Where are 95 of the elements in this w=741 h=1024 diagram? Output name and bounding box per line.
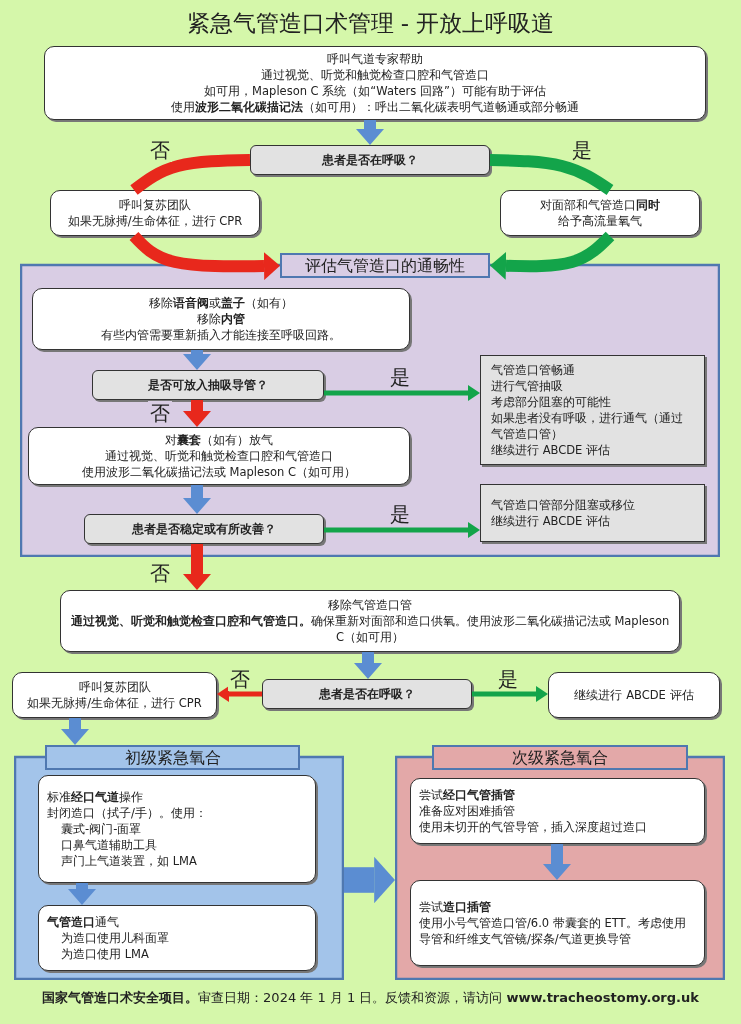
process-box xyxy=(12,672,217,718)
footer-note: 国家气管造口术安全项目。审查日期：2024 年 1 月 1 日。反馈和资源，请访问 www.tracheostomy.org.uk xyxy=(41,989,700,1007)
arrow xyxy=(183,485,211,514)
section-panel xyxy=(20,253,720,557)
process-box xyxy=(548,672,720,718)
question-text: 是否可放入抽吸导管？ xyxy=(147,377,269,393)
process-box xyxy=(410,880,705,966)
arrow xyxy=(344,856,395,904)
process-box xyxy=(32,288,410,350)
arrow xyxy=(354,652,382,679)
step-text: 使用波形二氧化碳描记法（如可用）：呼出二氧化碳表明气道畅通或部分畅通 xyxy=(170,99,580,115)
step-text: 气管造口管部分阻塞或移位 xyxy=(491,497,636,513)
step-text: 使用小号气管造口管/6.0 带囊套的 ETT。考虑使用导管和纤维支气管镜/探条/气道更换导管 xyxy=(419,915,687,947)
step-text: 给予高流量氧气 xyxy=(557,213,643,229)
step-text: 通过视觉、听觉和触觉检查口腔和气管造口 xyxy=(260,67,490,83)
edge-label: 是 xyxy=(570,138,594,162)
step-text: 声门上气道装置，如 LMA xyxy=(60,853,198,869)
step-text: 进行气管抽吸 xyxy=(491,378,564,394)
question-text: 患者是否稳定或有所改善？ xyxy=(131,521,277,537)
step-text: 如果无脉搏/生命体征，进行 CPR xyxy=(66,213,244,229)
decision-box xyxy=(250,145,490,175)
edge-label: 是 xyxy=(496,667,520,691)
step-text: 如果患者没有呼吸，进行通气（通过气管造口管） xyxy=(491,410,684,442)
process-box xyxy=(500,190,700,236)
step-text: 标准经口气道操作 xyxy=(47,789,144,805)
step-text: 有些内管需要重新插入才能连接至呼吸回路。 xyxy=(100,327,342,343)
arrow xyxy=(183,350,211,370)
arrow xyxy=(490,231,615,280)
step-text: 为造口使用 LMA xyxy=(60,946,150,962)
edge-label: 否 xyxy=(228,667,252,691)
connector-line xyxy=(130,154,251,195)
arrow xyxy=(61,718,89,745)
step-text: 尝试经口气管插管 xyxy=(419,787,516,803)
edge-label: 否 xyxy=(148,561,172,585)
decision-box xyxy=(262,679,472,709)
step-text: 尝试造口插管 xyxy=(419,899,492,915)
section-heading: 次级紧急氧合 xyxy=(432,745,688,770)
step-text: 口鼻气道辅助工具 xyxy=(60,837,158,853)
arrow xyxy=(129,231,280,281)
step-text: 继续进行 ABCDE 评估 xyxy=(573,687,695,703)
edge-label: 是 xyxy=(388,365,412,389)
step-text: 移除气管造口管 xyxy=(327,597,413,613)
process-box xyxy=(38,775,316,883)
section-panel xyxy=(14,745,344,980)
arrow xyxy=(324,385,480,401)
edge-label: 否 xyxy=(148,138,172,162)
step-text: 为造口使用儿科面罩 xyxy=(60,930,170,946)
process-box xyxy=(50,190,260,236)
arrow xyxy=(183,400,211,427)
process-box xyxy=(44,46,706,120)
edge-label: 否 xyxy=(148,401,172,425)
connector-line xyxy=(489,154,614,195)
step-text: 移除语音阀或盖子（如有） xyxy=(148,295,294,311)
title: 紧急气管造口术管理 - 开放上呼吸道 xyxy=(185,9,556,38)
step-text: 使用未切开的气管导管，插入深度超过造口 xyxy=(419,819,648,835)
process-box xyxy=(60,590,680,652)
process-box xyxy=(410,778,705,844)
step-text: 对囊套（如有）放气 xyxy=(164,432,274,448)
step-text: 呼叫复苏团队 xyxy=(77,679,152,695)
arrow xyxy=(68,883,96,905)
step-text: 继续进行 ABCDE 评估 xyxy=(491,513,612,529)
question-text: 患者是否在呼吸？ xyxy=(318,686,416,702)
step-text: 使用波形二氧化碳描记法或 Mapleson C（如可用） xyxy=(80,464,358,480)
arrow xyxy=(356,120,384,145)
arrow xyxy=(183,544,211,590)
edge-label: 是 xyxy=(388,502,412,526)
step-text: 通过视觉、听觉和触觉检查口腔和气管造口。确保重新对面部和造口供氧。使用波形二氧化碳描记法或 Mapleson C（如可用） xyxy=(69,613,671,645)
section-heading: 评估气管造口的通畅性 xyxy=(280,253,490,278)
arrow xyxy=(543,844,571,880)
step-text: 对面部和气管造口同时 xyxy=(539,197,661,213)
info-box xyxy=(480,355,705,465)
arrow xyxy=(217,686,262,702)
step-text: 考虑部分阻塞的可能性 xyxy=(491,394,612,410)
arrow xyxy=(324,522,480,538)
arrow xyxy=(472,686,548,702)
step-text: 气管造口通气 xyxy=(47,914,120,930)
section-panel xyxy=(395,745,725,980)
step-text: 如可用，Mapleson C 系统（如“Waters 回路”）可能有助于评估 xyxy=(203,83,547,99)
step-text: 移除内管 xyxy=(196,311,246,327)
step-text: 呼叫复苏团队 xyxy=(118,197,192,213)
decision-box xyxy=(92,370,324,400)
decision-box xyxy=(84,514,324,544)
process-box xyxy=(38,905,316,971)
question-text: 患者是否在呼吸？ xyxy=(321,152,419,168)
step-text: 囊式-阀门-面罩 xyxy=(60,821,143,837)
step-text: 通过视觉、听觉和触觉检查口腔和气管造口 xyxy=(104,448,334,464)
step-text: 气管造口管畅通 xyxy=(491,362,576,378)
step-text: 呼叫气道专家帮助 xyxy=(326,51,424,67)
step-text: 封闭造口（拭子/手）。使用： xyxy=(47,805,208,821)
process-box xyxy=(28,427,410,485)
info-box xyxy=(480,484,705,542)
step-text: 继续进行 ABCDE 评估 xyxy=(491,442,612,458)
section-heading: 初级紧急氧合 xyxy=(45,745,300,770)
step-text: 如果无脉搏/生命体征，进行 CPR xyxy=(26,695,203,711)
step-text: 准备应对困难插管 xyxy=(419,803,516,819)
